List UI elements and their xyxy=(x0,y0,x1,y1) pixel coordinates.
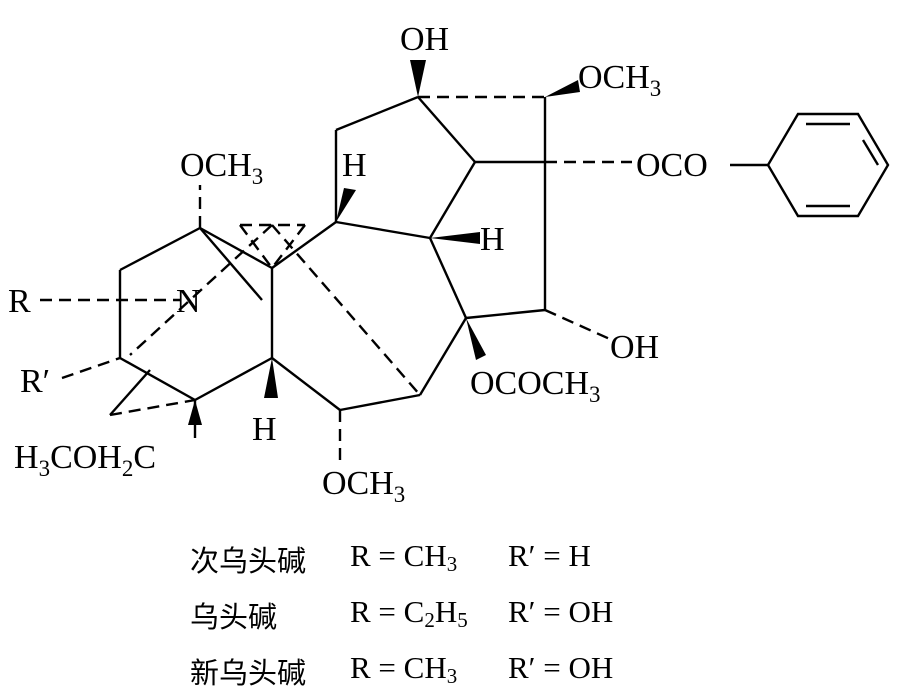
label-n: N xyxy=(176,283,201,320)
label-h-upper-mid: H xyxy=(342,147,367,184)
label-ocophenyl: OCO xyxy=(636,147,708,184)
label-r: R xyxy=(8,283,31,320)
aconitine-structure-diagram: OH OCH3 OCO OCH3 H H R N OH R′ OCOCH3 H … xyxy=(8,21,890,507)
label-h-lower-mid: H xyxy=(252,411,277,448)
atom-labels: OH OCH3 OCO OCH3 H H R N OH R′ OCOCH3 H … xyxy=(8,21,708,507)
label-oh-right: OH xyxy=(610,329,659,366)
label-och3-top-right: OCH3 xyxy=(578,59,661,101)
legend-r-value: R = CH3 xyxy=(350,650,458,688)
legend-compound-name: 新乌头碱 xyxy=(190,656,307,690)
legend-compound-name: 乌头碱 xyxy=(190,600,278,634)
legend-compound-name: 次乌头碱 xyxy=(190,544,307,578)
legend-r-prime-value: R′ = OH xyxy=(508,594,614,629)
dashed-bonds xyxy=(40,95,632,462)
legend-r-prime-value: R′ = OH xyxy=(508,650,614,685)
legend-r-prime-value: R′ = H xyxy=(508,538,591,573)
label-och3-bottom: OCH3 xyxy=(322,465,405,507)
legend-r-value: R = CH3 xyxy=(350,538,458,576)
label-r-prime: R′ xyxy=(20,363,50,400)
label-och3-upper-left: OCH3 xyxy=(180,147,263,189)
legend-r-value: R = C2H5 xyxy=(350,594,468,632)
wedge-bonds xyxy=(188,60,580,425)
bond-lines xyxy=(109,95,890,438)
label-h3coh2c: H3COH2C xyxy=(14,439,156,481)
label-ococh3: OCOCH3 xyxy=(470,365,601,407)
label-oh-top: OH xyxy=(400,21,449,58)
label-h-mid-right: H xyxy=(480,221,505,258)
